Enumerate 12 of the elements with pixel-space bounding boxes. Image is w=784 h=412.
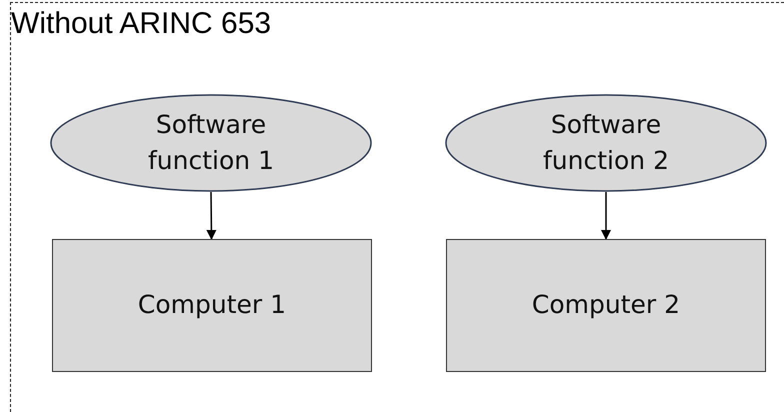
node-label: Software function 2 <box>542 108 670 177</box>
node-label: Computer 1 <box>138 289 286 322</box>
node-label: Software function 1 <box>147 108 275 177</box>
process-ellipse <box>445 94 767 192</box>
dashed-frame <box>10 2 784 412</box>
frame-title: Without ARINC 653 <box>11 7 272 41</box>
node-label: Computer 2 <box>532 289 680 322</box>
computer-box <box>446 239 766 372</box>
arrow <box>601 192 611 240</box>
computer-box <box>52 239 372 372</box>
process-ellipse <box>50 94 372 192</box>
arrow <box>206 192 216 240</box>
